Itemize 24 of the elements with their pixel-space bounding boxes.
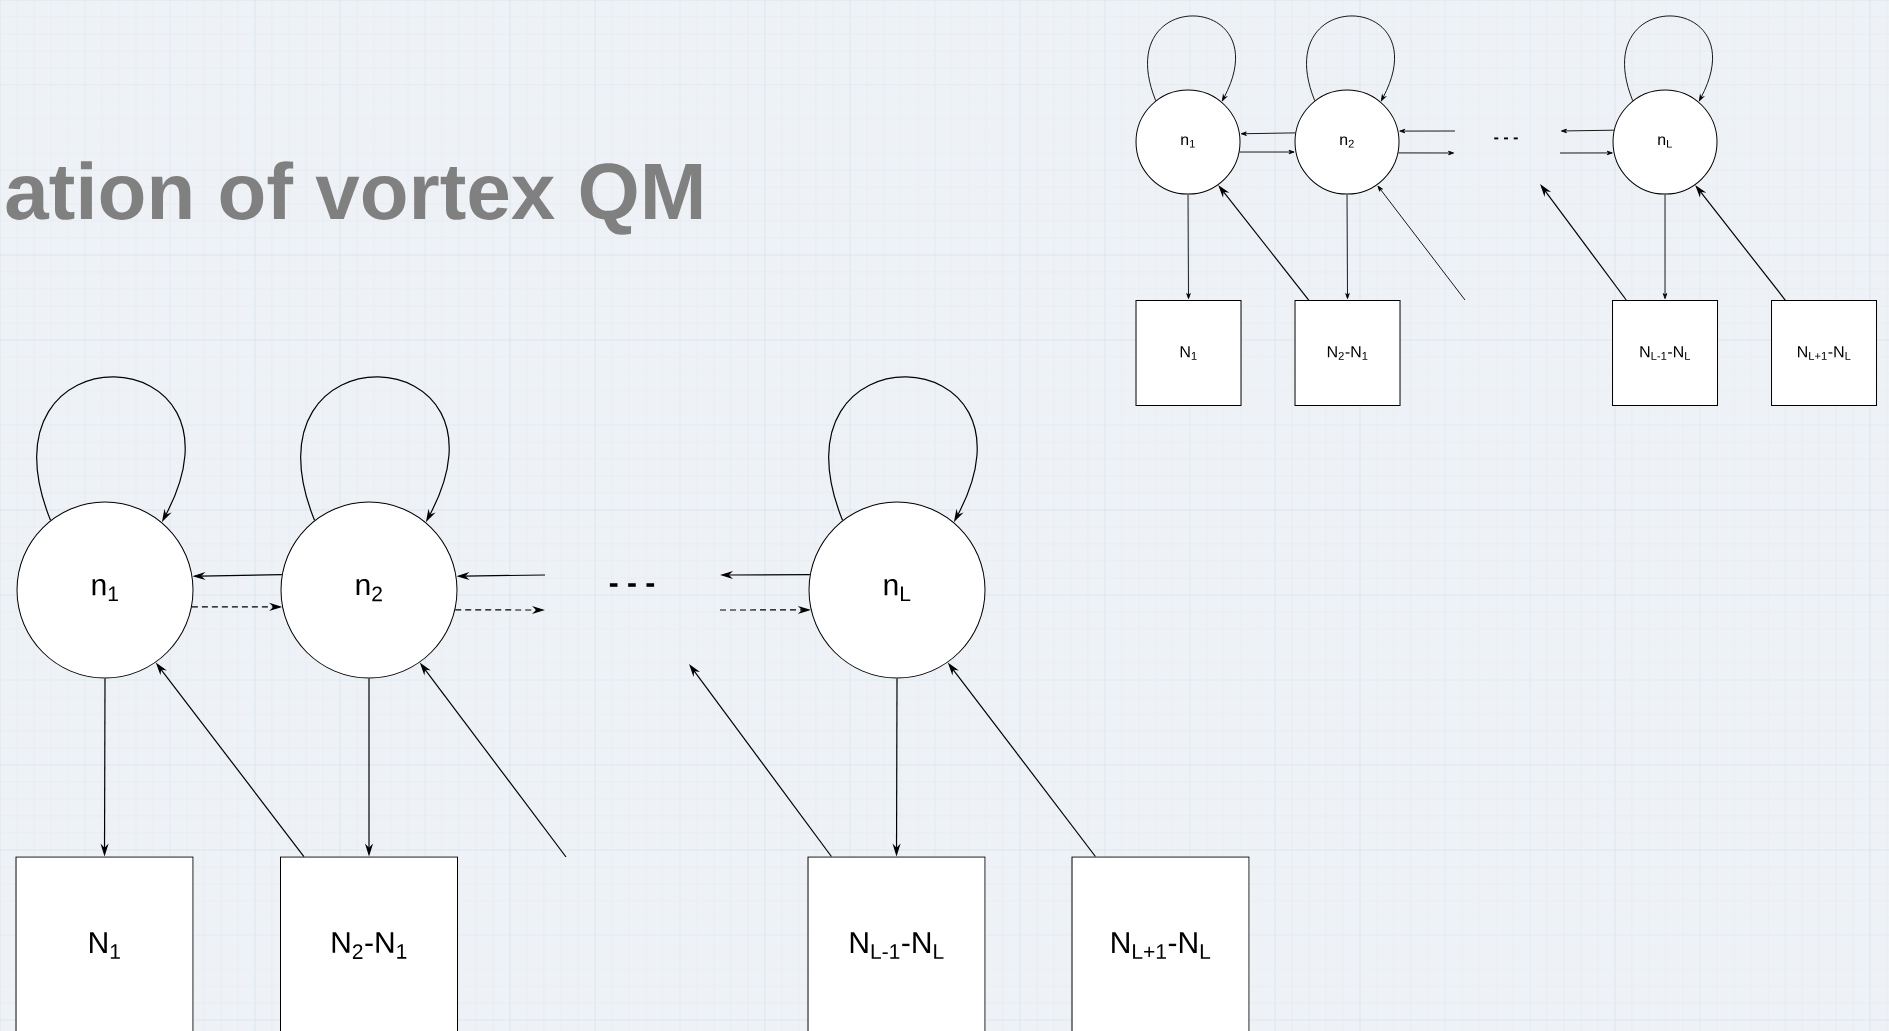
count-box: N$_{1}$ — [1135, 300, 1242, 406]
count-box: N$_{1}$ — [15, 856, 194, 1031]
slide-title: ation of vortex QM — [6, 161, 702, 235]
count-box: N$_{L-1}$-N$_{L}$ — [1612, 300, 1718, 406]
arrow — [1377, 185, 1466, 301]
arrow — [1397, 150, 1455, 156]
arrow — [1186, 194, 1191, 300]
arrow — [1624, 15, 1713, 102]
arrow — [1662, 194, 1668, 300]
arrow — [1399, 128, 1456, 134]
ellipsis-mark: - - - — [609, 583, 655, 587]
count-box: N$_{L+1}$-N$_{L}$ — [1771, 300, 1877, 406]
arrow — [1306, 15, 1395, 102]
arrow — [1559, 150, 1613, 156]
count-box: N$_{L-1}$-N$_{L}$ — [807, 856, 986, 1031]
arrow — [1345, 194, 1350, 300]
arrow — [1240, 131, 1296, 136]
count-box: N$_{2}$-N$_{1}$ — [280, 856, 458, 1031]
arrow — [1147, 15, 1236, 102]
count-box: N$_{L+1}$-N$_{L}$ — [1071, 856, 1250, 1031]
arrow — [1239, 149, 1295, 155]
ellipsis-mark: - - - — [1494, 137, 1518, 140]
count-box: N$_{2}$-N$_{1}$ — [1294, 300, 1401, 406]
arrow — [1560, 128, 1615, 134]
